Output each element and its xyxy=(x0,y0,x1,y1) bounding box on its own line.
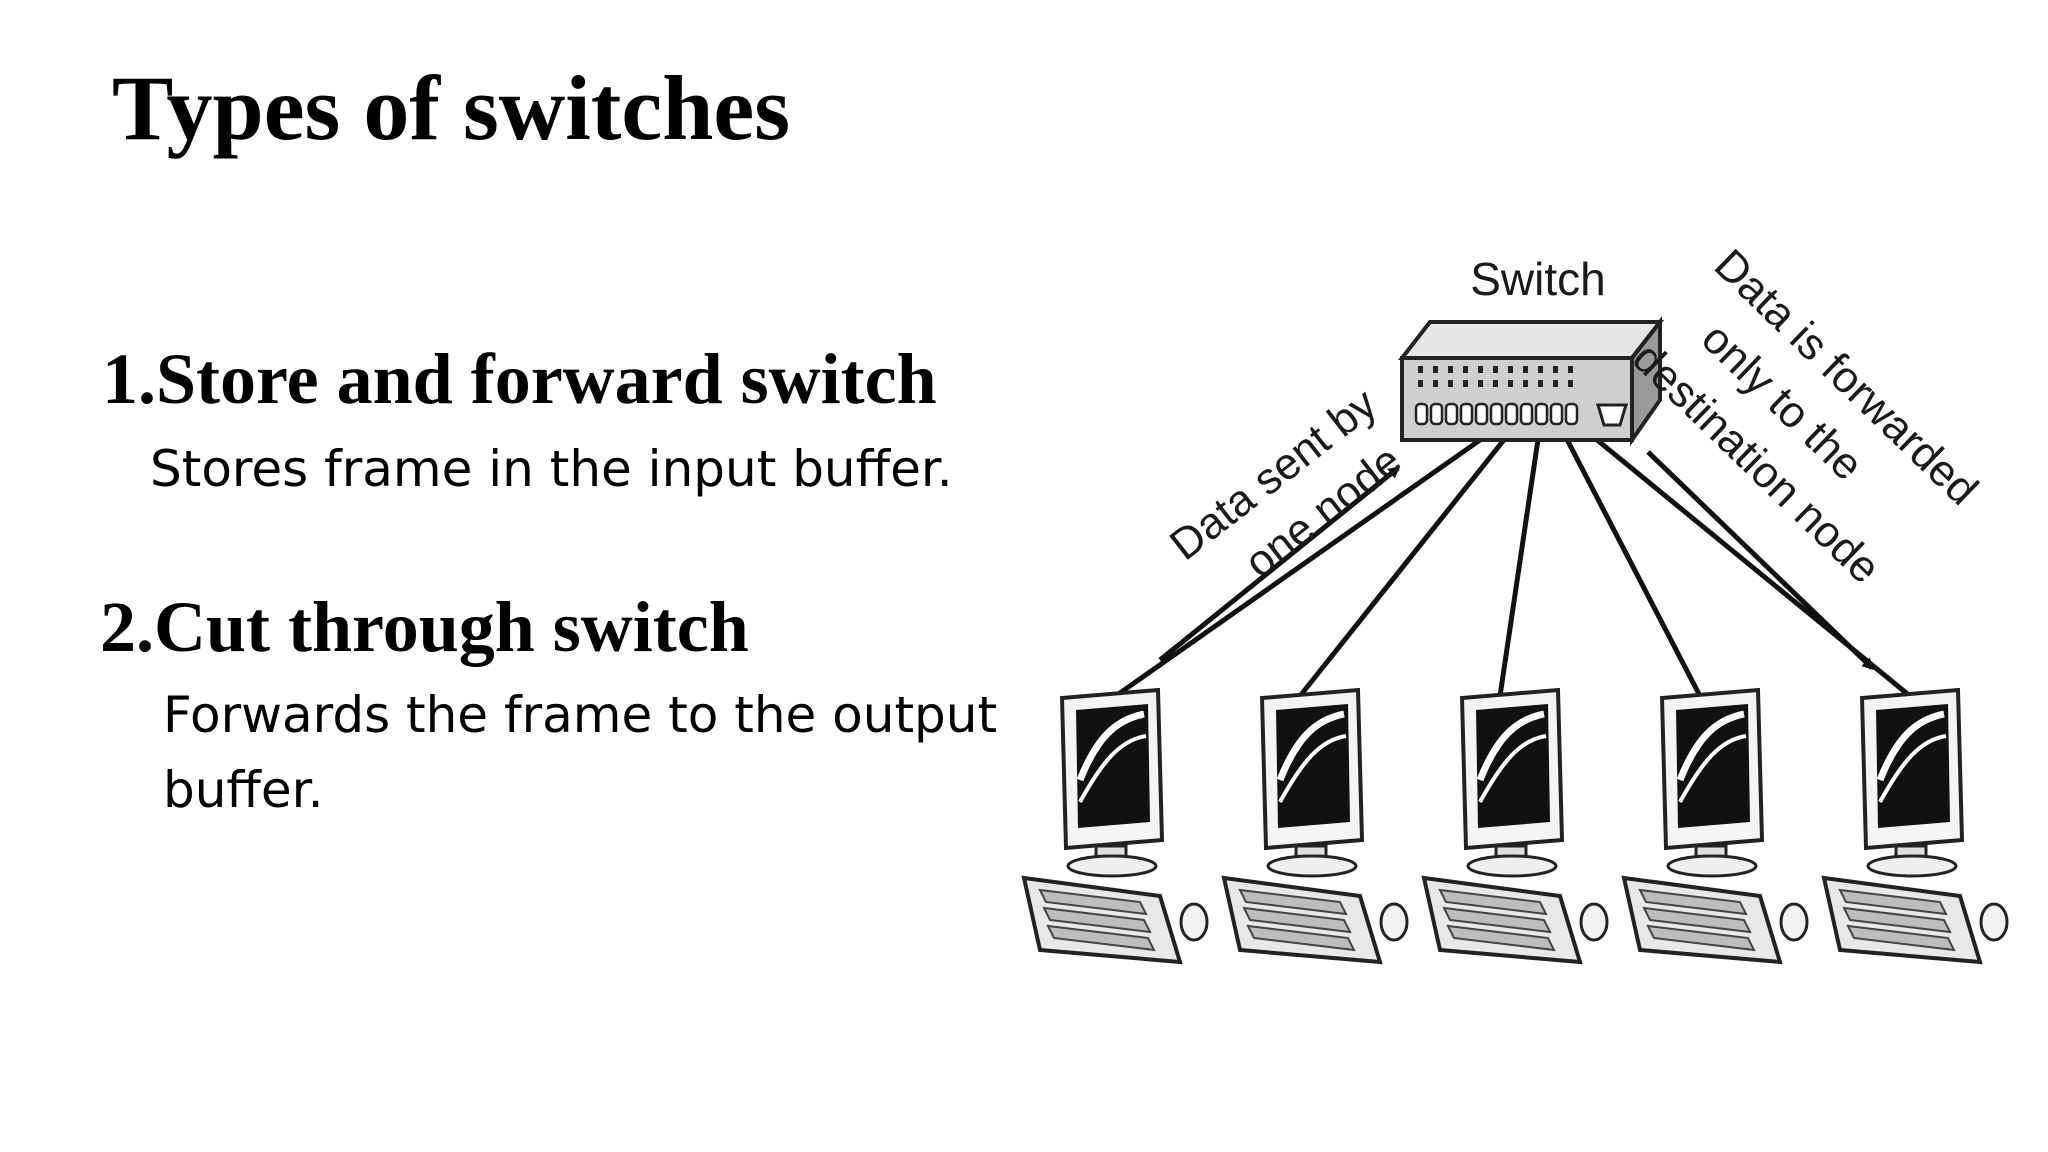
network-cable xyxy=(1497,425,1543,697)
switch-led xyxy=(1538,380,1543,387)
page-title: Types of switches xyxy=(112,57,791,159)
switch-led xyxy=(1553,380,1558,387)
switch-port xyxy=(1429,402,1444,426)
computer-icon xyxy=(1221,687,1409,965)
switch-led xyxy=(1568,366,1573,373)
switch-port xyxy=(1504,402,1519,426)
switch-label: Switch xyxy=(1470,253,1605,305)
switch-led xyxy=(1463,366,1468,373)
switch-port xyxy=(1474,402,1489,426)
switch-led xyxy=(1508,380,1513,387)
computer-icon xyxy=(1621,687,1809,965)
store-and-forward-description: Stores frame in the input buffer. xyxy=(150,440,953,498)
switch-port xyxy=(1564,402,1579,426)
switch-led xyxy=(1508,366,1513,373)
switch-status-leds xyxy=(1418,366,1573,387)
network-cable xyxy=(1557,424,1703,698)
switch-port xyxy=(1444,402,1459,426)
switch-led xyxy=(1463,380,1468,387)
switch-port xyxy=(1489,402,1504,426)
computer-icon xyxy=(1821,687,2009,965)
network-switch-icon xyxy=(1397,316,1665,447)
computer-nodes xyxy=(1021,687,2009,965)
network-cable xyxy=(1108,423,1502,703)
cut-through-description: Forwards the frame to the output buffer. xyxy=(163,686,998,819)
switch-led xyxy=(1568,380,1573,387)
uplink-port-icon xyxy=(1595,403,1629,427)
switch-port xyxy=(1549,402,1564,426)
switch-led xyxy=(1553,366,1558,373)
switch-led xyxy=(1448,366,1453,373)
switch-port xyxy=(1519,402,1534,426)
network-cable xyxy=(1298,424,1517,698)
switch-port xyxy=(1414,402,1429,426)
switch-led xyxy=(1478,366,1483,373)
switch-ports xyxy=(1414,402,1579,426)
switch-led xyxy=(1418,366,1423,373)
switch-led xyxy=(1433,380,1438,387)
data-forwarded-arrow xyxy=(1646,450,1875,671)
switch-led xyxy=(1538,366,1543,373)
switch-led xyxy=(1523,366,1528,373)
switch-led xyxy=(1433,366,1438,373)
cut-through-heading: 2.Cut through switch xyxy=(100,587,749,667)
computer-icon xyxy=(1421,687,1609,965)
store-and-forward-heading: 1.Store and forward switch xyxy=(102,339,937,419)
switch-led xyxy=(1448,380,1453,387)
switch-port xyxy=(1459,402,1474,426)
switch-led xyxy=(1523,380,1528,387)
switch-led xyxy=(1493,366,1498,373)
switch-led xyxy=(1493,380,1498,387)
switch-led xyxy=(1418,380,1423,387)
switch-port xyxy=(1534,402,1549,426)
computer-icon xyxy=(1021,687,1209,965)
switch-led xyxy=(1478,380,1483,387)
data-sent-arrow xyxy=(1158,466,1401,662)
